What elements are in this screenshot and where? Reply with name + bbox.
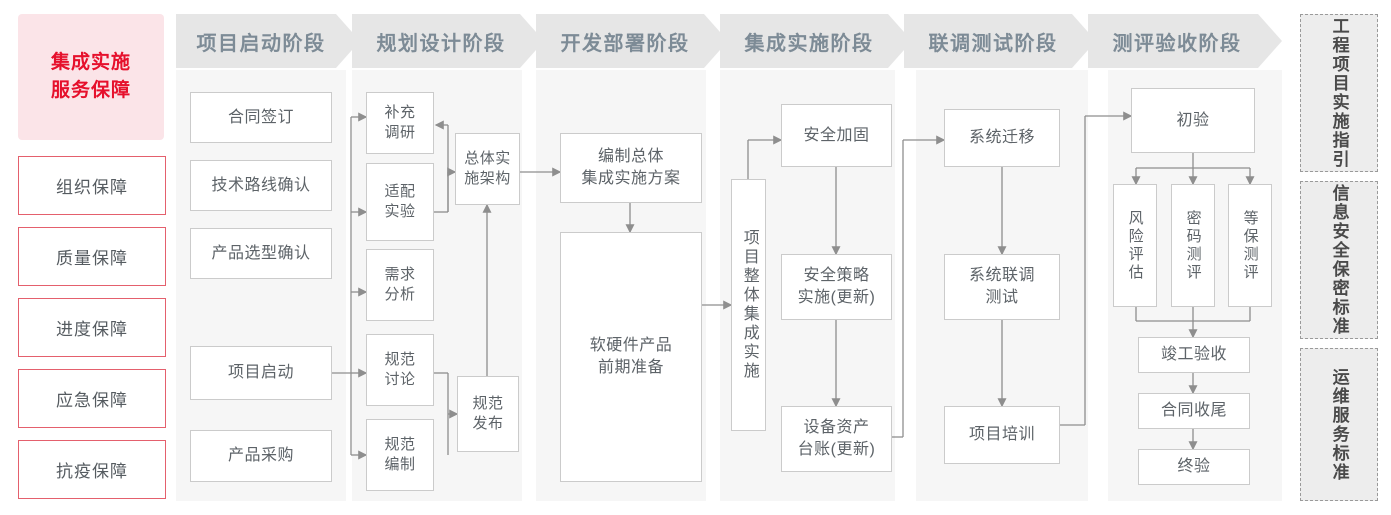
- guarantee-header-line1: 集成实施: [50, 52, 131, 74]
- node-line-1: 编制总体: [597, 148, 664, 166]
- node-line-2: 台账(更新): [797, 441, 876, 458]
- node-adaptation-test[interactable]: 适配实验: [366, 163, 434, 241]
- node-crypto-evaluation[interactable]: 密码测评: [1171, 184, 1215, 307]
- node-tech-route-confirm[interactable]: 技术路线确认: [190, 160, 332, 211]
- standard-label: 信息安全保密标准: [1329, 184, 1349, 336]
- node-line-1: 系统联调: [968, 267, 1035, 285]
- guarantee-item-3[interactable]: 应急保障: [18, 369, 166, 428]
- node-hardware-software-preparation[interactable]: 软硬件产品前期准备: [560, 232, 702, 482]
- node-line-2: 讨论: [384, 371, 416, 388]
- node-system-migration[interactable]: 系统迁移: [944, 109, 1060, 167]
- standard-label: 工程项目实施指引: [1329, 17, 1349, 169]
- standard-box-engineering-guideline[interactable]: 工程项目实施指引: [1300, 14, 1378, 172]
- standard-box-infosec-standard[interactable]: 信息安全保密标准: [1300, 181, 1378, 339]
- node-overall-implementation-architecture[interactable]: 总体实施架构: [455, 133, 520, 205]
- guarantee-sidebar: 集成实施 服务保障 组织保障 质量保障 进度保障 应急保障 抗疫保障: [18, 14, 166, 501]
- standards-sidebar: 工程项目实施指引 信息安全保密标准 运维服务标准: [1300, 14, 1378, 501]
- node-classified-protection-evaluation[interactable]: 等保测评: [1228, 184, 1272, 307]
- node-line-1: 总体实: [464, 149, 511, 167]
- standard-label: 运维服务标准: [1329, 367, 1349, 482]
- standard-box-ops-service-standard[interactable]: 运维服务标准: [1300, 348, 1378, 501]
- node-line-2: 发布: [472, 415, 504, 432]
- node-line-1: 安全策略: [803, 267, 870, 285]
- node-requirement-analysis[interactable]: 需求分析: [366, 249, 434, 321]
- node-line-1: 规范: [384, 350, 416, 368]
- node-project-training[interactable]: 项目培训: [944, 406, 1060, 464]
- guarantee-item-4[interactable]: 抗疫保障: [18, 440, 166, 499]
- node-line-2: 调研: [384, 124, 416, 141]
- node-line-2: 施架构: [464, 170, 511, 187]
- node-line-1: 设备资产: [803, 419, 870, 437]
- node-preliminary-acceptance[interactable]: 初验: [1131, 88, 1255, 153]
- node-line-1: 规范: [384, 435, 416, 453]
- node-line-1: 适配: [384, 182, 416, 200]
- node-risk-assessment[interactable]: 风险评估: [1113, 184, 1157, 307]
- node-project-kickoff[interactable]: 项目启动: [190, 346, 332, 400]
- node-contract-closure[interactable]: 合同收尾: [1138, 393, 1250, 429]
- node-line-1: 规范: [472, 394, 504, 412]
- node-line-2: 集成实施方案: [581, 170, 681, 187]
- guarantee-header-line2: 服务保障: [50, 80, 131, 101]
- node-overall-integration-implementation[interactable]: 项目整体集成实施: [731, 179, 766, 431]
- node-supplementary-research[interactable]: 补充调研: [366, 92, 434, 154]
- guarantee-item-1[interactable]: 质量保障: [18, 227, 166, 286]
- node-line-1: 软硬件产品: [589, 337, 673, 355]
- node-line-2: 实施(更新): [797, 289, 876, 306]
- node-spec-discussion[interactable]: 规范讨论: [366, 334, 434, 406]
- node-line-1: 需求: [384, 265, 416, 283]
- node-draft-overall-plan[interactable]: 编制总体集成实施方案: [560, 133, 702, 203]
- node-line-2: 前期准备: [597, 359, 664, 376]
- guarantee-header: 集成实施 服务保障: [18, 14, 164, 140]
- node-spec-drafting[interactable]: 规范编制: [366, 419, 434, 491]
- node-line-2: 测试: [985, 289, 1019, 306]
- node-line-2: 实验: [384, 203, 416, 220]
- guarantee-item-0[interactable]: 组织保障: [18, 156, 166, 215]
- node-product-selection[interactable]: 产品选型确认: [190, 228, 332, 279]
- node-system-joint-test[interactable]: 系统联调测试: [944, 254, 1060, 320]
- node-line-1: 补充: [384, 103, 416, 121]
- node-equipment-asset-ledger[interactable]: 设备资产台账(更新): [781, 406, 892, 472]
- node-line-2: 编制: [384, 456, 416, 473]
- guarantee-item-2[interactable]: 进度保障: [18, 298, 166, 357]
- node-security-policy-implementation[interactable]: 安全策略实施(更新): [781, 254, 892, 320]
- node-completion-acceptance[interactable]: 竣工验收: [1138, 337, 1250, 373]
- node-security-hardening[interactable]: 安全加固: [781, 104, 892, 167]
- node-contract-signing[interactable]: 合同签订: [190, 92, 332, 143]
- node-product-procurement[interactable]: 产品采购: [190, 430, 332, 482]
- node-line-2: 分析: [384, 286, 416, 303]
- node-spec-release[interactable]: 规范发布: [457, 376, 519, 452]
- node-final-acceptance[interactable]: 终验: [1138, 449, 1250, 485]
- phase-header-banner: 项目启动阶段 规划设计阶段 开发部署阶段 集成实施阶段 联调测试阶段 测评验收阶…: [176, 14, 1282, 68]
